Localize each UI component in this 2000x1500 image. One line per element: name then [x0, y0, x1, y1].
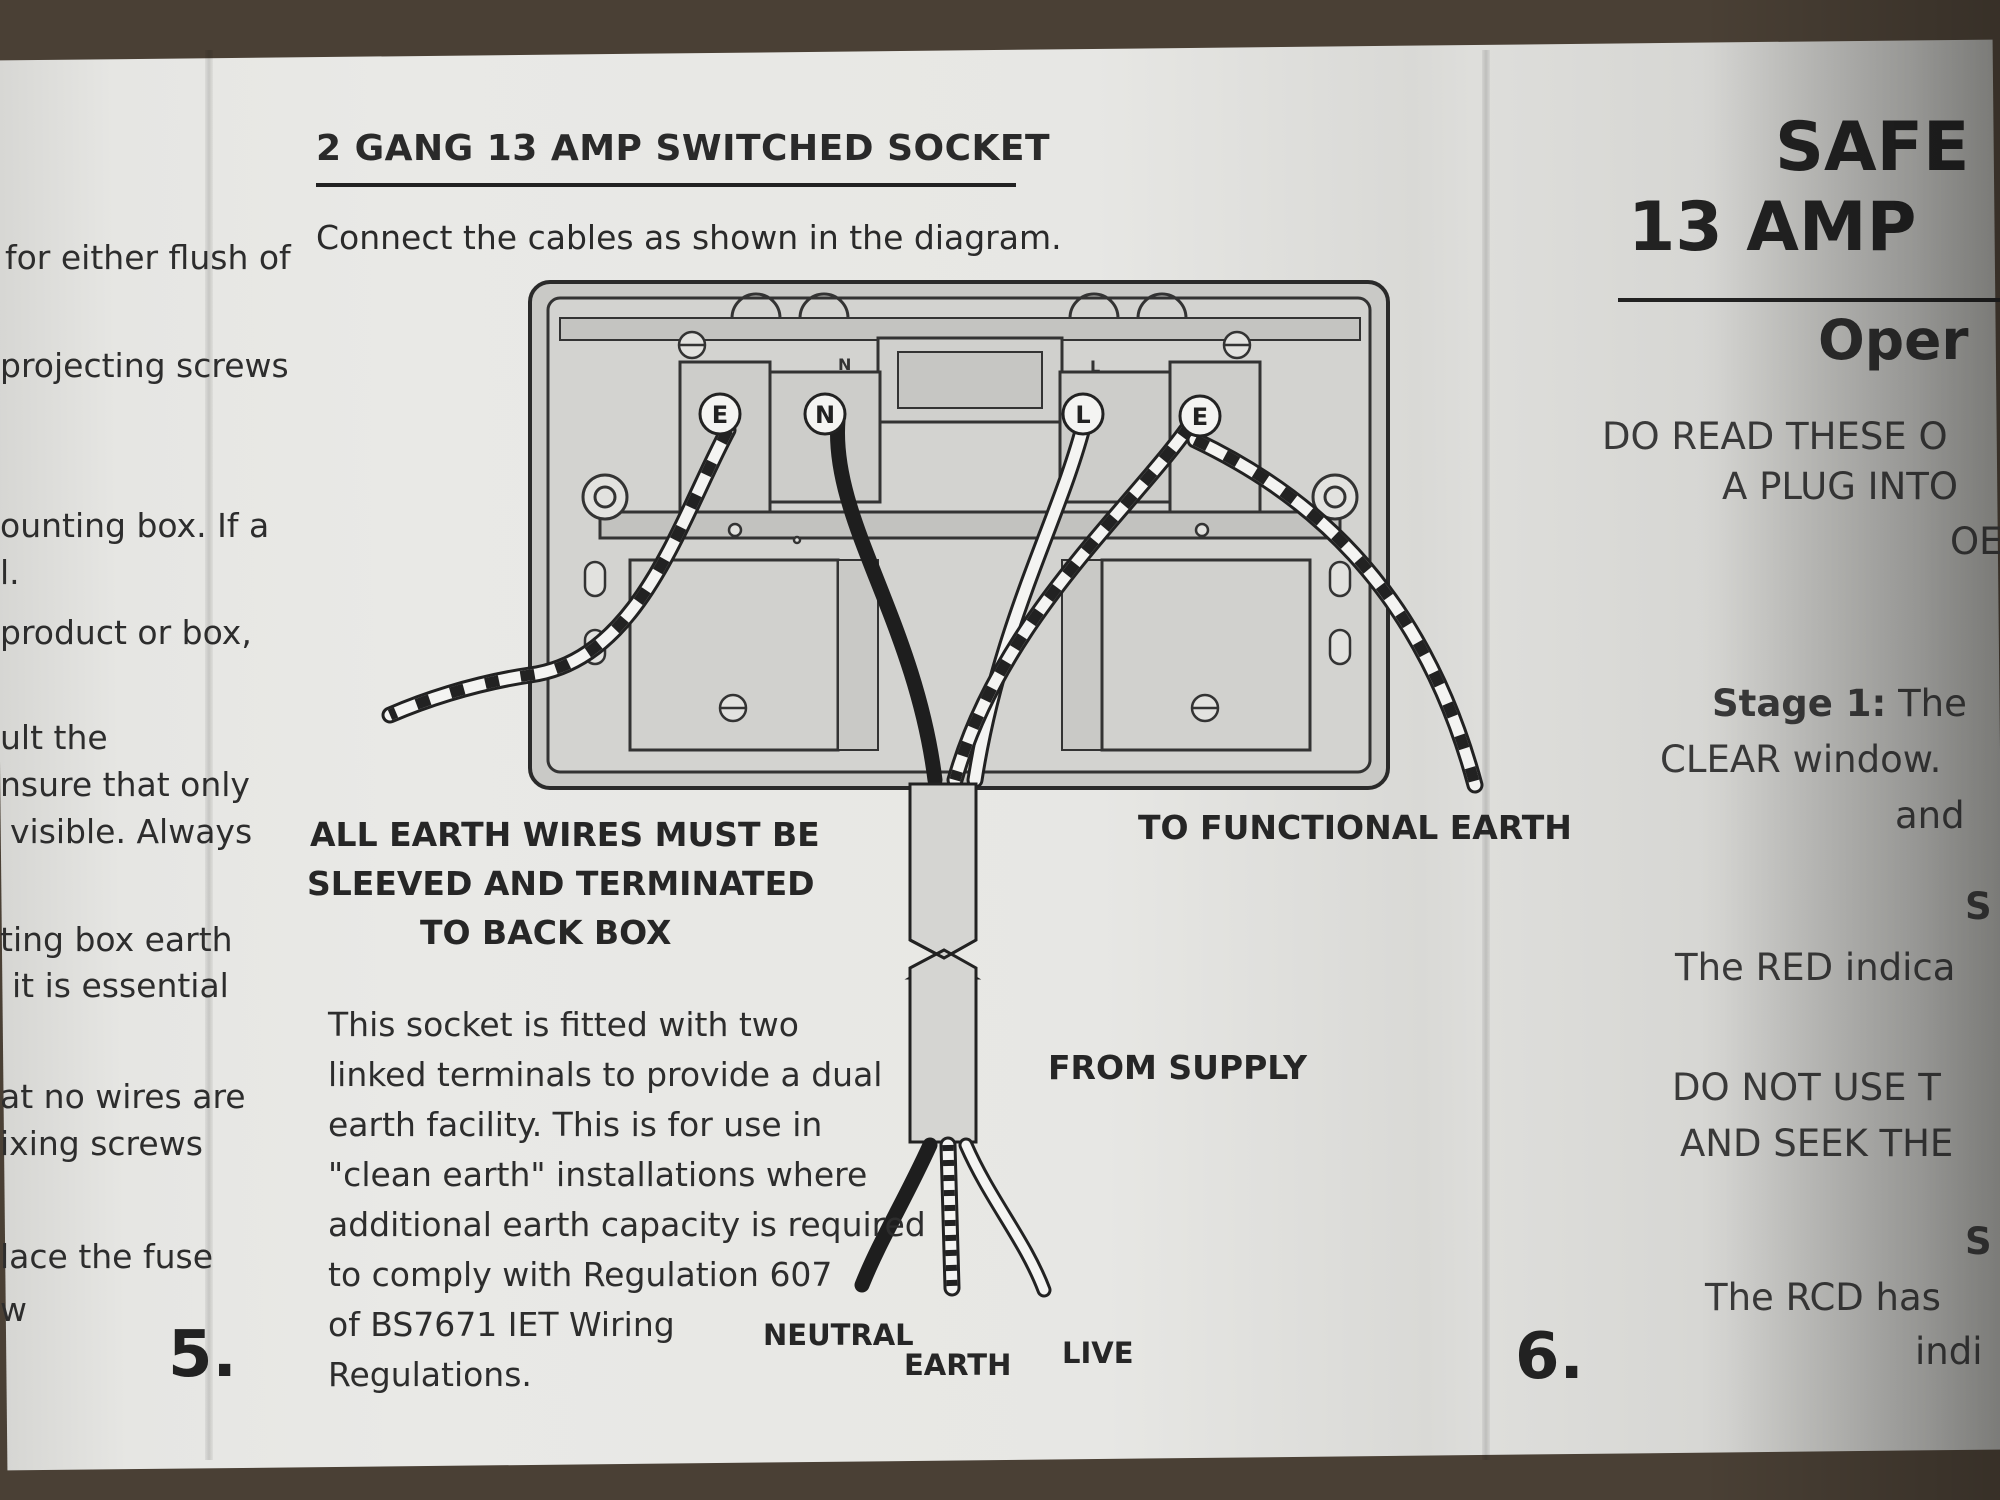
left-line: ting box earth: [0, 920, 233, 959]
stage-1-heading: Stage 1: The: [1712, 682, 1967, 725]
note-line: This socket is fitted with two: [328, 1005, 799, 1044]
left-line: projecting screws: [0, 346, 289, 385]
terminal-markers: [698, 392, 1222, 438]
terminal-mark-l: L: [1090, 357, 1100, 376]
earth-label: EARTH: [904, 1348, 1012, 1382]
terminal-label-n: N: [815, 401, 835, 429]
neutral-core: [854, 1137, 938, 1293]
stage-line: CLEAR window.: [1660, 738, 1942, 781]
note-line: to comply with Regulation 607: [328, 1255, 833, 1294]
left-line: for either flush of: [5, 238, 291, 277]
do-not-use-line: AND SEEK THE: [1680, 1122, 1954, 1165]
right-warning-line: DO READ THESE O: [1602, 415, 1948, 458]
stage-fragment: S: [1965, 1220, 1992, 1263]
supply-cable-sheath: [904, 782, 982, 1144]
earth-note-line: SLEEVED AND TERMINATED: [307, 864, 815, 903]
right-warning-line: OE: [1950, 520, 2000, 563]
socket-back-plate: [528, 280, 1390, 790]
right-title-line: SAFE: [1775, 108, 1970, 187]
left-line: it is essential: [12, 966, 229, 1005]
page-fold-right: [1482, 50, 1490, 1460]
left-line: l.: [0, 553, 20, 592]
page-number-left: 5.: [168, 1318, 237, 1392]
terminal-label-e-left: E: [712, 401, 728, 429]
right-title-line: 13 AMP: [1628, 188, 1917, 267]
note-line: Regulations.: [328, 1355, 532, 1394]
left-line: ixing screws: [0, 1124, 203, 1163]
earth-note-line: TO BACK BOX: [420, 913, 672, 952]
rcd-line: The RCD has: [1705, 1276, 1941, 1319]
terminal-label-e-right: E: [1192, 403, 1208, 431]
page-number-main: 6.: [1515, 1320, 1584, 1394]
dual-earth-note: This socket is fitted with two linked te…: [328, 1000, 926, 1400]
stage-1-label: Stage 1:: [1712, 682, 1887, 725]
neutral-wire: [829, 412, 943, 788]
rcd-line: indi: [1915, 1330, 1983, 1373]
terminal-mark-n: N: [838, 355, 851, 374]
right-warning-line: A PLUG INTO: [1722, 465, 1958, 508]
live-label: LIVE: [1062, 1336, 1134, 1370]
from-supply-label: FROM SUPPLY: [1048, 1048, 1308, 1087]
red-indicator-line: The RED indica: [1675, 946, 1956, 989]
left-line: w: [0, 1290, 27, 1329]
stage-fragment: S: [1965, 885, 1992, 928]
right-subtitle: Oper: [1818, 308, 1969, 372]
note-line: earth facility. This is for use in: [328, 1105, 823, 1144]
neutral-label: NEUTRAL: [763, 1318, 914, 1352]
terminal-label-l: L: [1075, 401, 1090, 429]
note-line: "clean earth" installations where: [328, 1155, 868, 1194]
left-line: ult the: [0, 718, 108, 757]
left-line: visible. Always: [10, 812, 253, 851]
stage-1-rest: The: [1898, 682, 1967, 725]
left-line: nsure that only: [0, 765, 250, 804]
right-title-underline: [1618, 298, 2000, 302]
left-line: product or box,: [0, 613, 252, 652]
stage-line: and: [1895, 794, 1965, 837]
note-line: of BS7671 IET Wiring: [328, 1305, 675, 1344]
note-line: linked terminals to provide a dual: [328, 1055, 883, 1094]
left-line: at no wires are: [0, 1077, 246, 1116]
do-not-use-line: DO NOT USE T: [1672, 1066, 1941, 1109]
left-line: ounting box. If a: [0, 506, 270, 545]
functional-earth-label: TO FUNCTIONAL EARTH: [1138, 808, 1572, 847]
earth-note-line: ALL EARTH WIRES MUST BE: [310, 815, 820, 854]
left-line: lace the fuse: [0, 1237, 214, 1276]
page-fold-left: [205, 50, 213, 1460]
instruction-text: Connect the cables as shown in the diagr…: [316, 218, 1062, 257]
page-title: 2 GANG 13 AMP SWITCHED SOCKET: [316, 128, 1051, 169]
title-underline: [316, 183, 1016, 187]
note-line: additional earth capacity is required: [328, 1205, 926, 1244]
